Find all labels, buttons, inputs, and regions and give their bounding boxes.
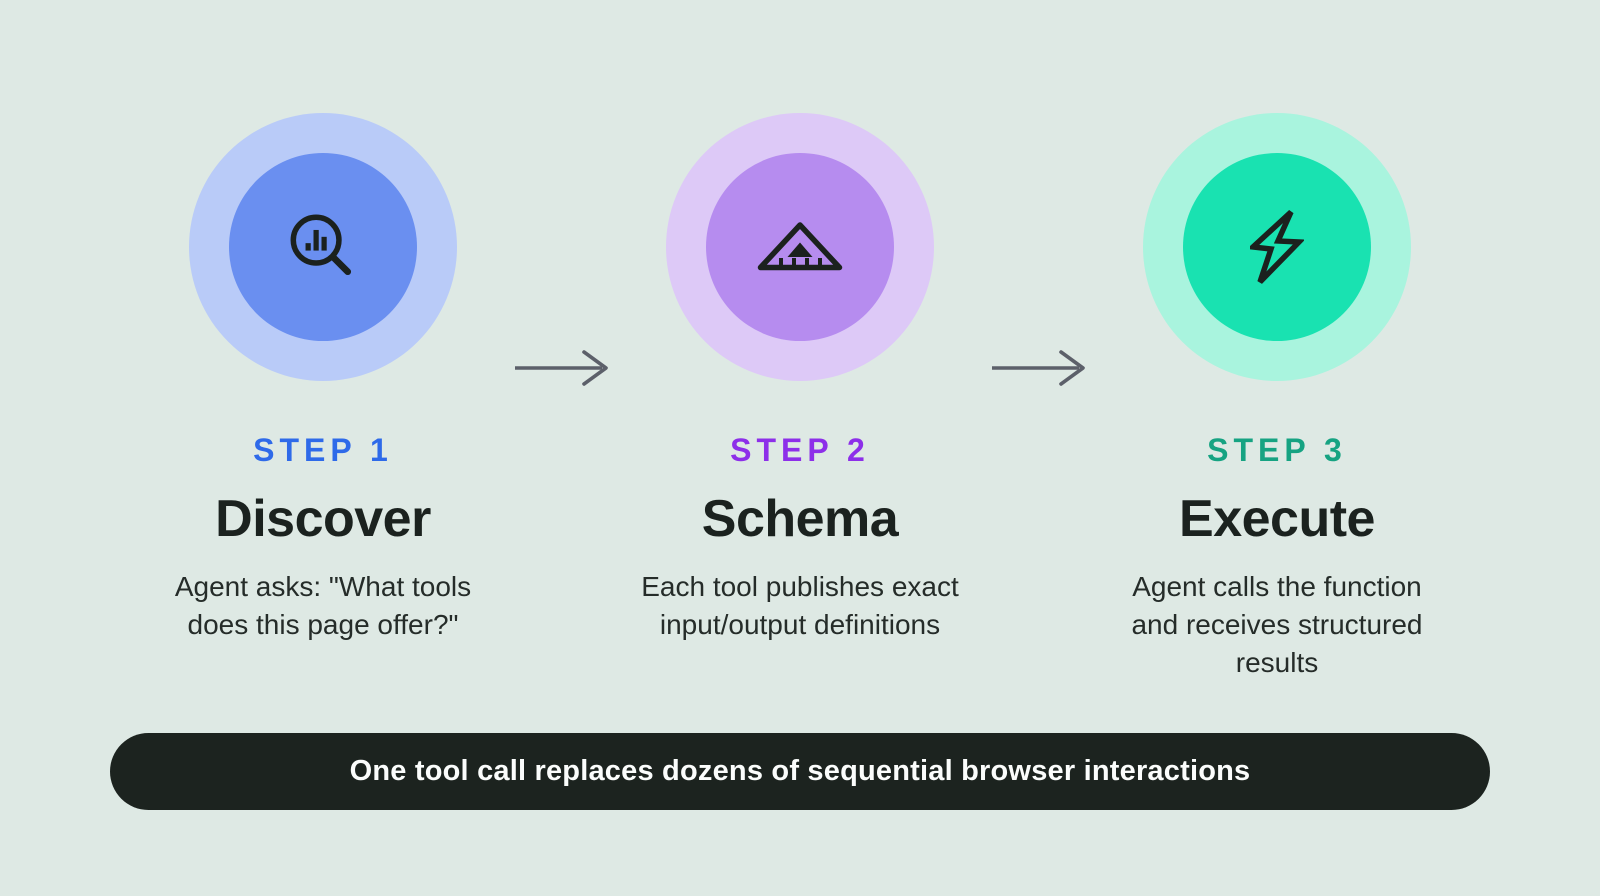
right-arrow-icon [992,350,1085,386]
execute-badge-outer-circle [1143,113,1411,381]
summary-banner: One tool call replaces dozens of sequent… [110,733,1490,810]
step-label: STEP 2 [730,432,870,468]
arrow-slot [990,113,1087,388]
step-column-schema: STEP 2 Schema Each tool publishes exact … [610,113,990,644]
step-title: Discover [215,490,431,548]
step-description: Agent calls the function and receives st… [1131,571,1423,678]
step-column-execute: STEP 3 Execute Agent calls the function … [1087,113,1467,682]
schema-badge-inner-circle [706,153,894,341]
step-description: Each tool publishes exact input/output d… [641,571,959,640]
step-title: Execute [1179,490,1375,548]
discover-badge-inner-circle [229,153,417,341]
schema-badge-outer-circle [666,113,934,381]
search-bar-chart-icon [290,214,352,276]
step-label: STEP 3 [1207,432,1347,468]
triangle-ruler-icon [757,222,843,271]
arrow-slot [513,113,610,388]
discover-badge-outer-circle [189,113,457,381]
execute-badge-inner-circle [1183,153,1371,341]
step-description: Agent asks: "What tools does this page o… [174,571,472,640]
steps-row: STEP 1 Discover Agent asks: "What tools … [133,113,1467,682]
step-column-discover: STEP 1 Discover Agent asks: "What tools … [133,113,513,644]
step-label: STEP 1 [253,432,393,468]
lightning-bolt-icon [1250,209,1304,284]
step-title: Schema [701,490,899,548]
right-arrow-icon [515,350,608,386]
